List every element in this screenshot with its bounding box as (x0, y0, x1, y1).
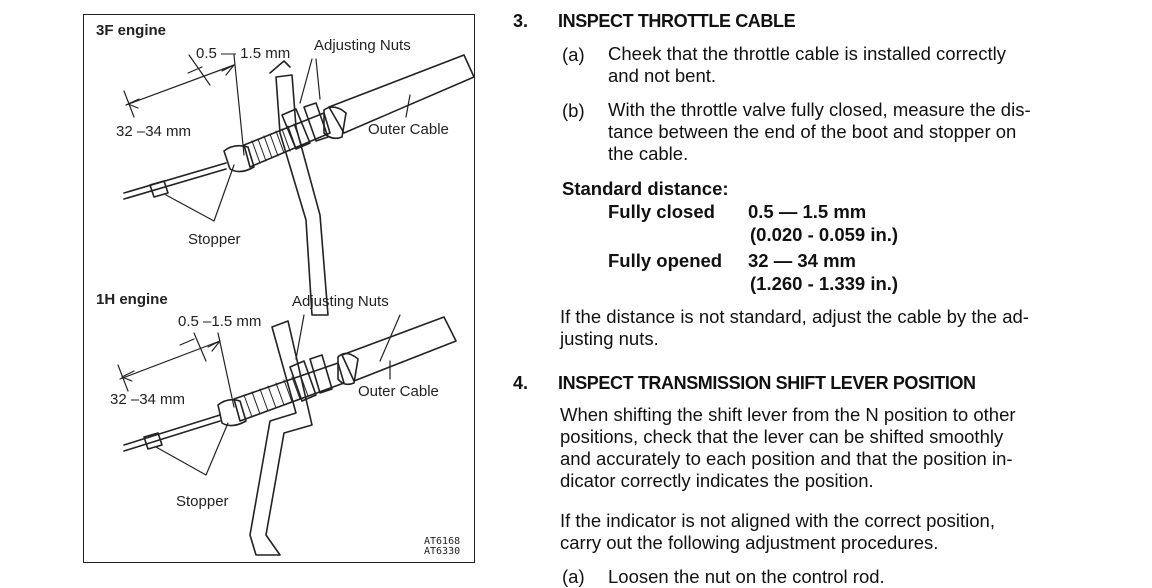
section-4-paragraph-1: When shifting the shift lever from the N… (560, 404, 1104, 492)
diagram-figure: 3F engine 0.5 — 1.5 mm Adjusting Nuts 32… (83, 14, 475, 563)
p1-line-4: dicator correctly indicates the position… (560, 470, 874, 491)
fully-opened-mm: 32 — 34 mm (748, 250, 856, 271)
throttle-cable-drawing (117, 54, 475, 556)
bottom-distance-label: 32 –34 mm (110, 391, 186, 408)
bottom-cable-label: Outer Cable (358, 383, 439, 400)
item-a-letter: (a) (562, 44, 585, 65)
figure-code-2: AT6330 (424, 546, 461, 557)
section-3-heading: INSPECT THROTTLE CABLE (558, 11, 796, 31)
fully-opened-label: Fully opened (608, 250, 723, 271)
item-b-letter: (b) (562, 100, 585, 121)
top-gap-label: 0.5 — 1.5 mm (196, 45, 291, 62)
item-b-line-3: the cable. (608, 143, 689, 164)
fully-opened-in: (1.260 - 1.339 in.) (750, 273, 899, 294)
section-4-paragraph-2: If the indicator is not aligned with the… (560, 510, 1104, 554)
bottom-panel-title: 1H engine (96, 291, 168, 308)
figure-code: AT6168 AT6330 (424, 537, 460, 557)
p1-line-3: and accurately to each position and that… (560, 448, 1013, 469)
item-b-line-2: tance between the end of the boot and st… (608, 121, 1017, 142)
bottom-stopper-label: Stopper (176, 493, 229, 510)
top-panel-title: 3F engine (96, 22, 167, 39)
top-panel-drawing (123, 54, 475, 316)
item-a-line-1: Cheek that the throttle cable is install… (608, 43, 1006, 64)
section-3-number: 3. (513, 11, 529, 31)
top-stopper-label: Stopper (188, 231, 241, 248)
section-4-number: 4. (513, 373, 529, 393)
item-b-text: With the throttle valve fully closed, me… (608, 99, 1104, 165)
top-cable-label: Outer Cable (368, 121, 449, 138)
p1-line-1: When shifting the shift lever from the N… (560, 404, 1016, 425)
figure-code-1: AT6168 (424, 536, 461, 547)
section-4-item-a-letter: (a) (562, 566, 585, 587)
section-4-heading: INSPECT TRANSMISSION SHIFT LEVER POSITIO… (558, 373, 976, 393)
section-4-item-a-text: Loosen the nut on the control rod. (608, 566, 885, 587)
section-3-note: If the distance is not standard, adjust … (560, 306, 1104, 350)
fully-closed-label: Fully closed (608, 201, 715, 222)
note-line-1: If the distance is not standard, adjust … (560, 306, 1029, 327)
standard-distance-label: Standard distance: (562, 178, 729, 199)
bottom-gap-label: 0.5 –1.5 mm (178, 313, 262, 330)
fully-closed-mm: 0.5 — 1.5 mm (748, 201, 867, 222)
fully-closed-in: (0.020 - 0.059 in.) (750, 224, 899, 245)
p2-line-1: If the indicator is not aligned with the… (560, 510, 995, 531)
bottom-panel-drawing (117, 314, 457, 556)
top-distance-label: 32 –34 mm (116, 123, 192, 140)
p2-line-2: carry out the following adjustment proce… (560, 532, 939, 553)
note-line-2: justing nuts. (560, 328, 659, 349)
item-a-text: Cheek that the throttle cable is install… (608, 43, 1104, 87)
top-nuts-label: Adjusting Nuts (314, 37, 411, 54)
item-b-line-1: With the throttle valve fully closed, me… (608, 99, 1031, 120)
bottom-nuts-label: Adjusting Nuts (292, 293, 389, 310)
p1-line-2: positions, check that the lever can be s… (560, 426, 1004, 447)
item-a-line-2: and not bent. (608, 65, 717, 86)
